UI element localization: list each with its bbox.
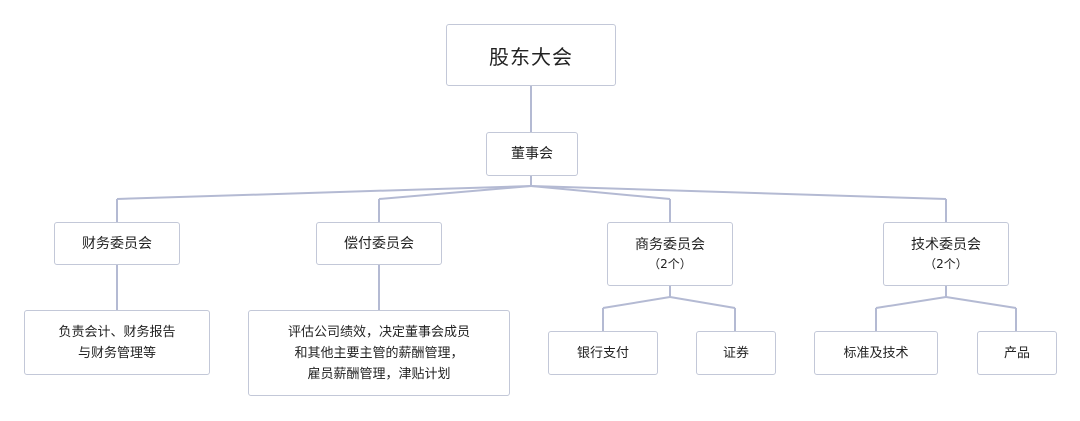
- finance-committee-box: 财务委员会: [54, 222, 180, 265]
- standards-technology-label: 标准及技术: [843, 345, 909, 361]
- bank-payment-label: 银行支付: [576, 345, 629, 361]
- business-committee-box: 商务委员会 （2个）: [607, 222, 733, 286]
- finance-duties-box: 负责会计、财务报告 与财务管理等: [24, 310, 210, 375]
- finance-committee-label: 财务委员会: [82, 235, 152, 252]
- finance-duties-line: 与财务管理等: [77, 345, 156, 361]
- compensation-duties-line: 和其他主要主管的薪酬管理，: [294, 345, 464, 361]
- shareholders-meeting-label: 股东大会: [489, 44, 573, 69]
- compensation-committee-label: 偿付委员会: [344, 235, 414, 252]
- technology-committee-box: 技术委员会 （2个）: [883, 222, 1009, 286]
- technology-committee-note: （2个）: [924, 257, 968, 271]
- bank-payment-box: 银行支付: [548, 331, 658, 375]
- products-label: 产品: [1003, 345, 1030, 361]
- products-box: 产品: [977, 331, 1057, 375]
- board-box: 董事会: [486, 132, 578, 176]
- business-committee-label: 商务委员会: [635, 237, 705, 253]
- compensation-duties-line: 评估公司绩效，决定董事会成员: [287, 324, 470, 340]
- finance-duties-line: 负责会计、财务报告: [58, 324, 176, 340]
- shareholders-meeting-box: 股东大会: [446, 24, 616, 86]
- standards-technology-box: 标准及技术: [814, 331, 938, 375]
- board-label: 董事会: [511, 146, 553, 162]
- business-committee-note: （2个）: [648, 257, 692, 271]
- compensation-duties-line: 雇员薪酬管理，津贴计划: [307, 366, 451, 382]
- securities-box: 证券: [696, 331, 776, 375]
- securities-label: 证券: [722, 345, 749, 361]
- technology-committee-label: 技术委员会: [911, 237, 981, 253]
- compensation-committee-box: 偿付委员会: [316, 222, 442, 265]
- compensation-duties-box: 评估公司绩效，决定董事会成员 和其他主要主管的薪酬管理， 雇员薪酬管理，津贴计划: [248, 310, 510, 396]
